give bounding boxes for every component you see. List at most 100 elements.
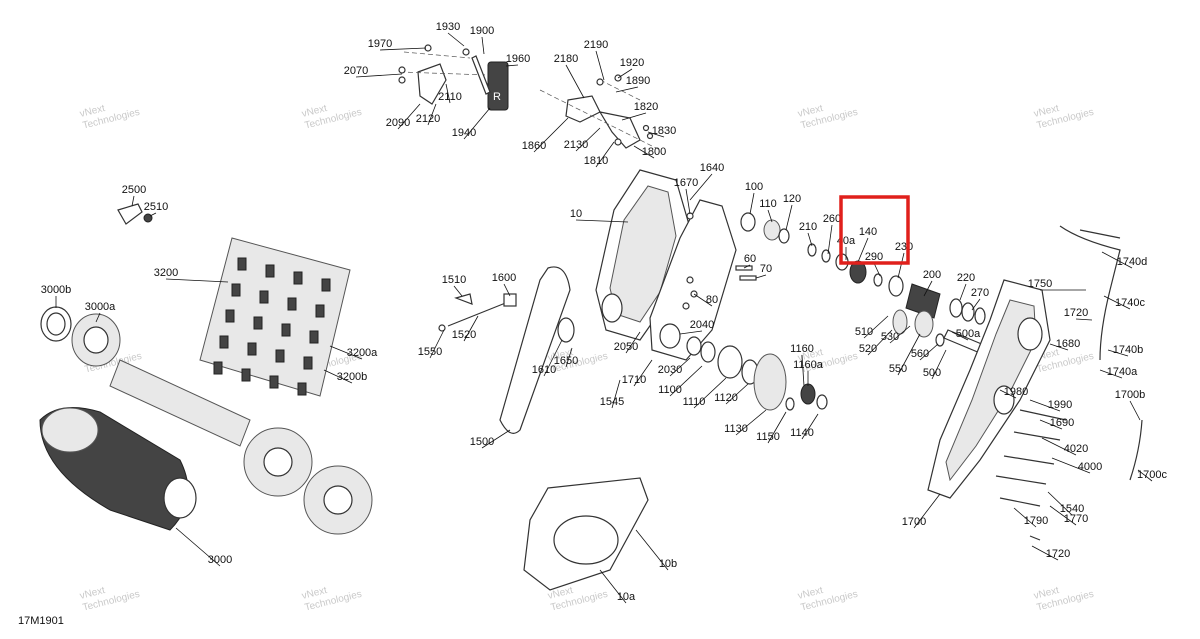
leader-line bbox=[633, 145, 655, 159]
track-sprockets bbox=[243, 427, 373, 535]
stud bbox=[269, 375, 279, 389]
callout-1700: 1700 bbox=[902, 516, 926, 528]
stud bbox=[315, 304, 325, 318]
stud bbox=[225, 309, 235, 323]
callout-1970: 1970 bbox=[368, 38, 392, 50]
callout-3000b: 3000b bbox=[41, 284, 72, 296]
stud bbox=[281, 323, 291, 337]
callout-210: 210 bbox=[799, 221, 817, 233]
callout-2110: 2110 bbox=[438, 91, 462, 103]
bolt bbox=[1013, 431, 1061, 441]
clip-2500 bbox=[117, 203, 143, 225]
leader-line bbox=[625, 331, 641, 354]
leader-line bbox=[543, 339, 563, 377]
leader-line bbox=[693, 293, 713, 307]
leader-line bbox=[463, 315, 479, 342]
callout-1550: 1550 bbox=[418, 346, 442, 358]
leader-line bbox=[857, 237, 869, 263]
leader-line bbox=[611, 379, 621, 409]
leader-line bbox=[863, 315, 889, 339]
drive-chain-1500 bbox=[499, 266, 571, 434]
leader-line bbox=[801, 354, 805, 387]
callout-520: 520 bbox=[859, 343, 877, 355]
stud bbox=[303, 356, 313, 370]
callout-1940: 1940 bbox=[452, 127, 476, 139]
leader-line bbox=[429, 329, 445, 359]
callout-3200b: 3200b bbox=[337, 371, 368, 383]
callout-10: 10 bbox=[570, 208, 582, 220]
callout-1820: 1820 bbox=[634, 101, 658, 113]
leader-line bbox=[1137, 469, 1153, 482]
leader-line bbox=[647, 131, 665, 138]
callout-10b: 10b bbox=[659, 558, 677, 570]
callout-3000a: 3000a bbox=[85, 301, 116, 313]
callout-1160: 1160 bbox=[790, 343, 814, 355]
leader-line bbox=[1047, 491, 1073, 516]
leader-line bbox=[481, 36, 485, 55]
callout-1150: 1150 bbox=[756, 431, 780, 443]
stud bbox=[265, 264, 275, 278]
callout-220: 220 bbox=[957, 272, 975, 284]
callout-1810: 1810 bbox=[584, 155, 608, 167]
callout-1690: 1690 bbox=[1050, 417, 1074, 429]
leader-line bbox=[165, 278, 229, 283]
callout-1830: 1830 bbox=[652, 125, 676, 137]
stud bbox=[321, 278, 331, 292]
leader-line bbox=[867, 329, 893, 356]
stud bbox=[287, 297, 297, 311]
callout-10a: 10a bbox=[617, 591, 636, 603]
callout-4000: 4000 bbox=[1078, 461, 1102, 473]
callout-510: 510 bbox=[855, 326, 873, 338]
stud bbox=[275, 349, 285, 363]
callout-4020: 4020 bbox=[1064, 443, 1088, 455]
callout-1750: 1750 bbox=[1028, 278, 1052, 290]
callout-1500: 1500 bbox=[470, 436, 494, 448]
chaincase-housing-1700 bbox=[927, 279, 1051, 499]
callout-1790: 1790 bbox=[1024, 515, 1048, 527]
leader-line bbox=[685, 188, 691, 215]
stud bbox=[309, 330, 319, 344]
callout-60: 60 bbox=[744, 253, 756, 265]
leader-line bbox=[1103, 295, 1131, 310]
callout-230: 230 bbox=[895, 241, 913, 253]
leader-line bbox=[897, 252, 905, 279]
gear-1130 bbox=[753, 353, 787, 411]
leader-line bbox=[1013, 507, 1037, 528]
leader-line bbox=[505, 64, 519, 67]
leader-line bbox=[575, 219, 629, 223]
callout-3000: 3000 bbox=[208, 554, 232, 566]
callout-1100: 1100 bbox=[658, 384, 682, 396]
callout-1130: 1130 bbox=[724, 423, 748, 435]
callout-1740c: 1740c bbox=[1115, 297, 1145, 309]
leader-line bbox=[669, 357, 691, 377]
leader-lines bbox=[55, 32, 1153, 604]
leader-line bbox=[615, 86, 639, 93]
leader-line bbox=[767, 411, 787, 444]
callout-1860: 1860 bbox=[522, 140, 546, 152]
callout-1890: 1890 bbox=[626, 75, 650, 87]
callout-1770: 1770 bbox=[1064, 513, 1088, 525]
callout-1510: 1510 bbox=[442, 274, 466, 286]
leader-line bbox=[1051, 457, 1091, 474]
bolt bbox=[995, 475, 1047, 485]
leader-line bbox=[131, 195, 135, 207]
leader-line bbox=[323, 369, 353, 384]
callout-1540: 1540 bbox=[1060, 503, 1084, 515]
leader-line bbox=[175, 527, 221, 567]
leader-line bbox=[725, 383, 749, 405]
leader-line bbox=[565, 347, 573, 368]
reverse-lever-assembly: R bbox=[398, 44, 509, 111]
leader-line bbox=[951, 331, 969, 341]
bolt bbox=[1019, 409, 1067, 421]
callout-1680: 1680 bbox=[1056, 338, 1080, 350]
callout-1960: 1960 bbox=[506, 53, 530, 65]
callout-530: 530 bbox=[881, 331, 899, 343]
leader-line bbox=[735, 409, 767, 436]
stud-plate bbox=[199, 237, 351, 397]
leader-line bbox=[743, 264, 751, 269]
leader-line bbox=[447, 32, 465, 47]
leader-line bbox=[565, 64, 585, 99]
stud bbox=[219, 335, 229, 349]
brake-line-1740 bbox=[1059, 225, 1121, 361]
